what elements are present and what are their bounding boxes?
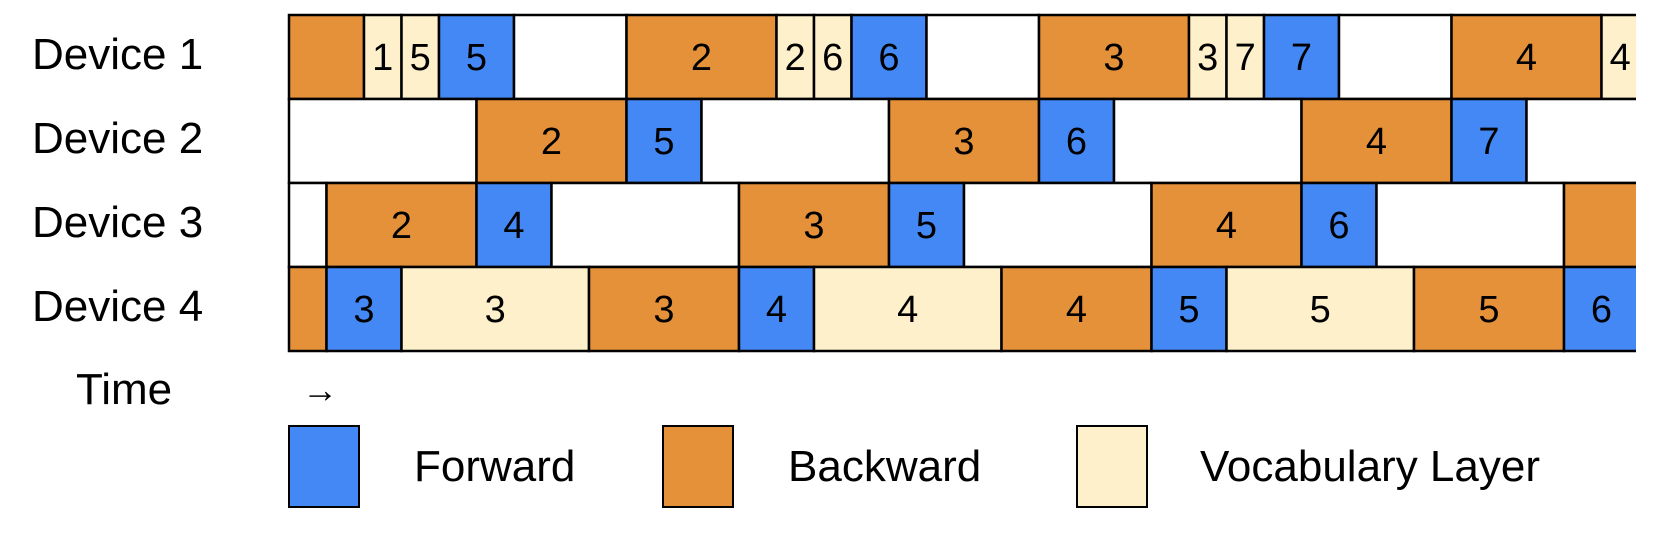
time-arrow-icon: → — [302, 369, 338, 410]
block-idle — [512, 13, 628, 101]
block-forward — [625, 97, 703, 185]
row-label-device-3: Device 3 — [32, 198, 204, 247]
block-label: 4 — [503, 205, 524, 247]
block-backward — [1000, 265, 1153, 353]
block-label: 3 — [953, 121, 974, 163]
block-label: 5 — [916, 205, 937, 247]
legend-label-backward: Backward — [788, 442, 982, 491]
legend-swatch-forward — [288, 425, 360, 508]
block-label: 4 — [1610, 37, 1631, 79]
row-label-device-2: Device 2 — [32, 114, 204, 163]
block-label: 5 — [466, 37, 487, 79]
block-idle — [700, 97, 891, 185]
block-idle — [962, 181, 1153, 269]
block-vocab — [1225, 13, 1266, 101]
legend-swatch-backward — [662, 425, 734, 508]
block-label: 4 — [897, 289, 918, 331]
block-backward — [1450, 13, 1603, 101]
block-label: 5 — [1178, 289, 1199, 331]
block-label: 7 — [1235, 37, 1256, 79]
block-label: 3 — [485, 289, 506, 331]
block-label: 3 — [653, 289, 674, 331]
block-label: 3 — [803, 205, 824, 247]
block-label: 4 — [1216, 205, 1237, 247]
block-label: 2 — [541, 121, 562, 163]
block-label: 6 — [822, 37, 843, 79]
block-label: 4 — [1366, 121, 1387, 163]
legend-label-forward: Forward — [414, 442, 576, 491]
block-vocab — [1600, 13, 1636, 101]
block-backward — [325, 181, 478, 269]
block-idle — [550, 181, 741, 269]
time-axis-label: Time — [76, 365, 173, 414]
legend-label-vocabulary-layer: Vocabulary Layer — [1200, 442, 1540, 491]
block-label: 5 — [410, 37, 431, 79]
block-vocab — [1225, 265, 1416, 353]
block-idle — [287, 181, 328, 269]
block-label: 7 — [1478, 121, 1499, 163]
block-forward — [887, 181, 966, 269]
block-label: 6 — [1328, 205, 1349, 247]
block-backward — [1562, 181, 1636, 269]
block-label: 5 — [1478, 289, 1499, 331]
block-forward — [1562, 265, 1636, 353]
block-forward — [737, 265, 816, 353]
block-label: 7 — [1291, 37, 1312, 79]
block-label: 6 — [1591, 289, 1612, 331]
block-label: 2 — [391, 205, 412, 247]
block-forward — [325, 265, 403, 353]
block-idle — [925, 13, 1041, 101]
block-label: 6 — [878, 37, 899, 79]
block-label: 3 — [1197, 37, 1218, 79]
block-forward — [1300, 181, 1378, 269]
block-label: 3 — [353, 289, 374, 331]
block-idle — [287, 97, 478, 185]
block-idle — [1112, 97, 1303, 185]
block-vocab — [812, 265, 1003, 353]
legend-swatch-vocabulary-layer — [1076, 425, 1148, 508]
block-backward — [287, 13, 366, 101]
block-label: 6 — [1066, 121, 1087, 163]
block-label: 3 — [1103, 37, 1124, 79]
block-label: 5 — [653, 121, 674, 163]
block-idle — [1337, 13, 1453, 101]
block-backward — [1037, 13, 1191, 101]
block-idle — [1375, 181, 1566, 269]
block-label: 4 — [1066, 289, 1087, 331]
block-backward — [287, 265, 328, 353]
row-label-device-1: Device 1 — [32, 30, 204, 79]
block-label: 2 — [785, 37, 806, 79]
block-vocab — [400, 265, 591, 353]
block-forward — [1450, 97, 1528, 185]
block-label: 4 — [766, 289, 787, 331]
block-label: 1 — [372, 37, 393, 79]
block-label: 2 — [691, 37, 712, 79]
block-backward — [587, 265, 741, 353]
block-label: 5 — [1310, 289, 1331, 331]
row-label-device-4: Device 4 — [32, 282, 204, 331]
block-label: 4 — [1516, 37, 1537, 79]
block-idle — [1525, 97, 1636, 185]
